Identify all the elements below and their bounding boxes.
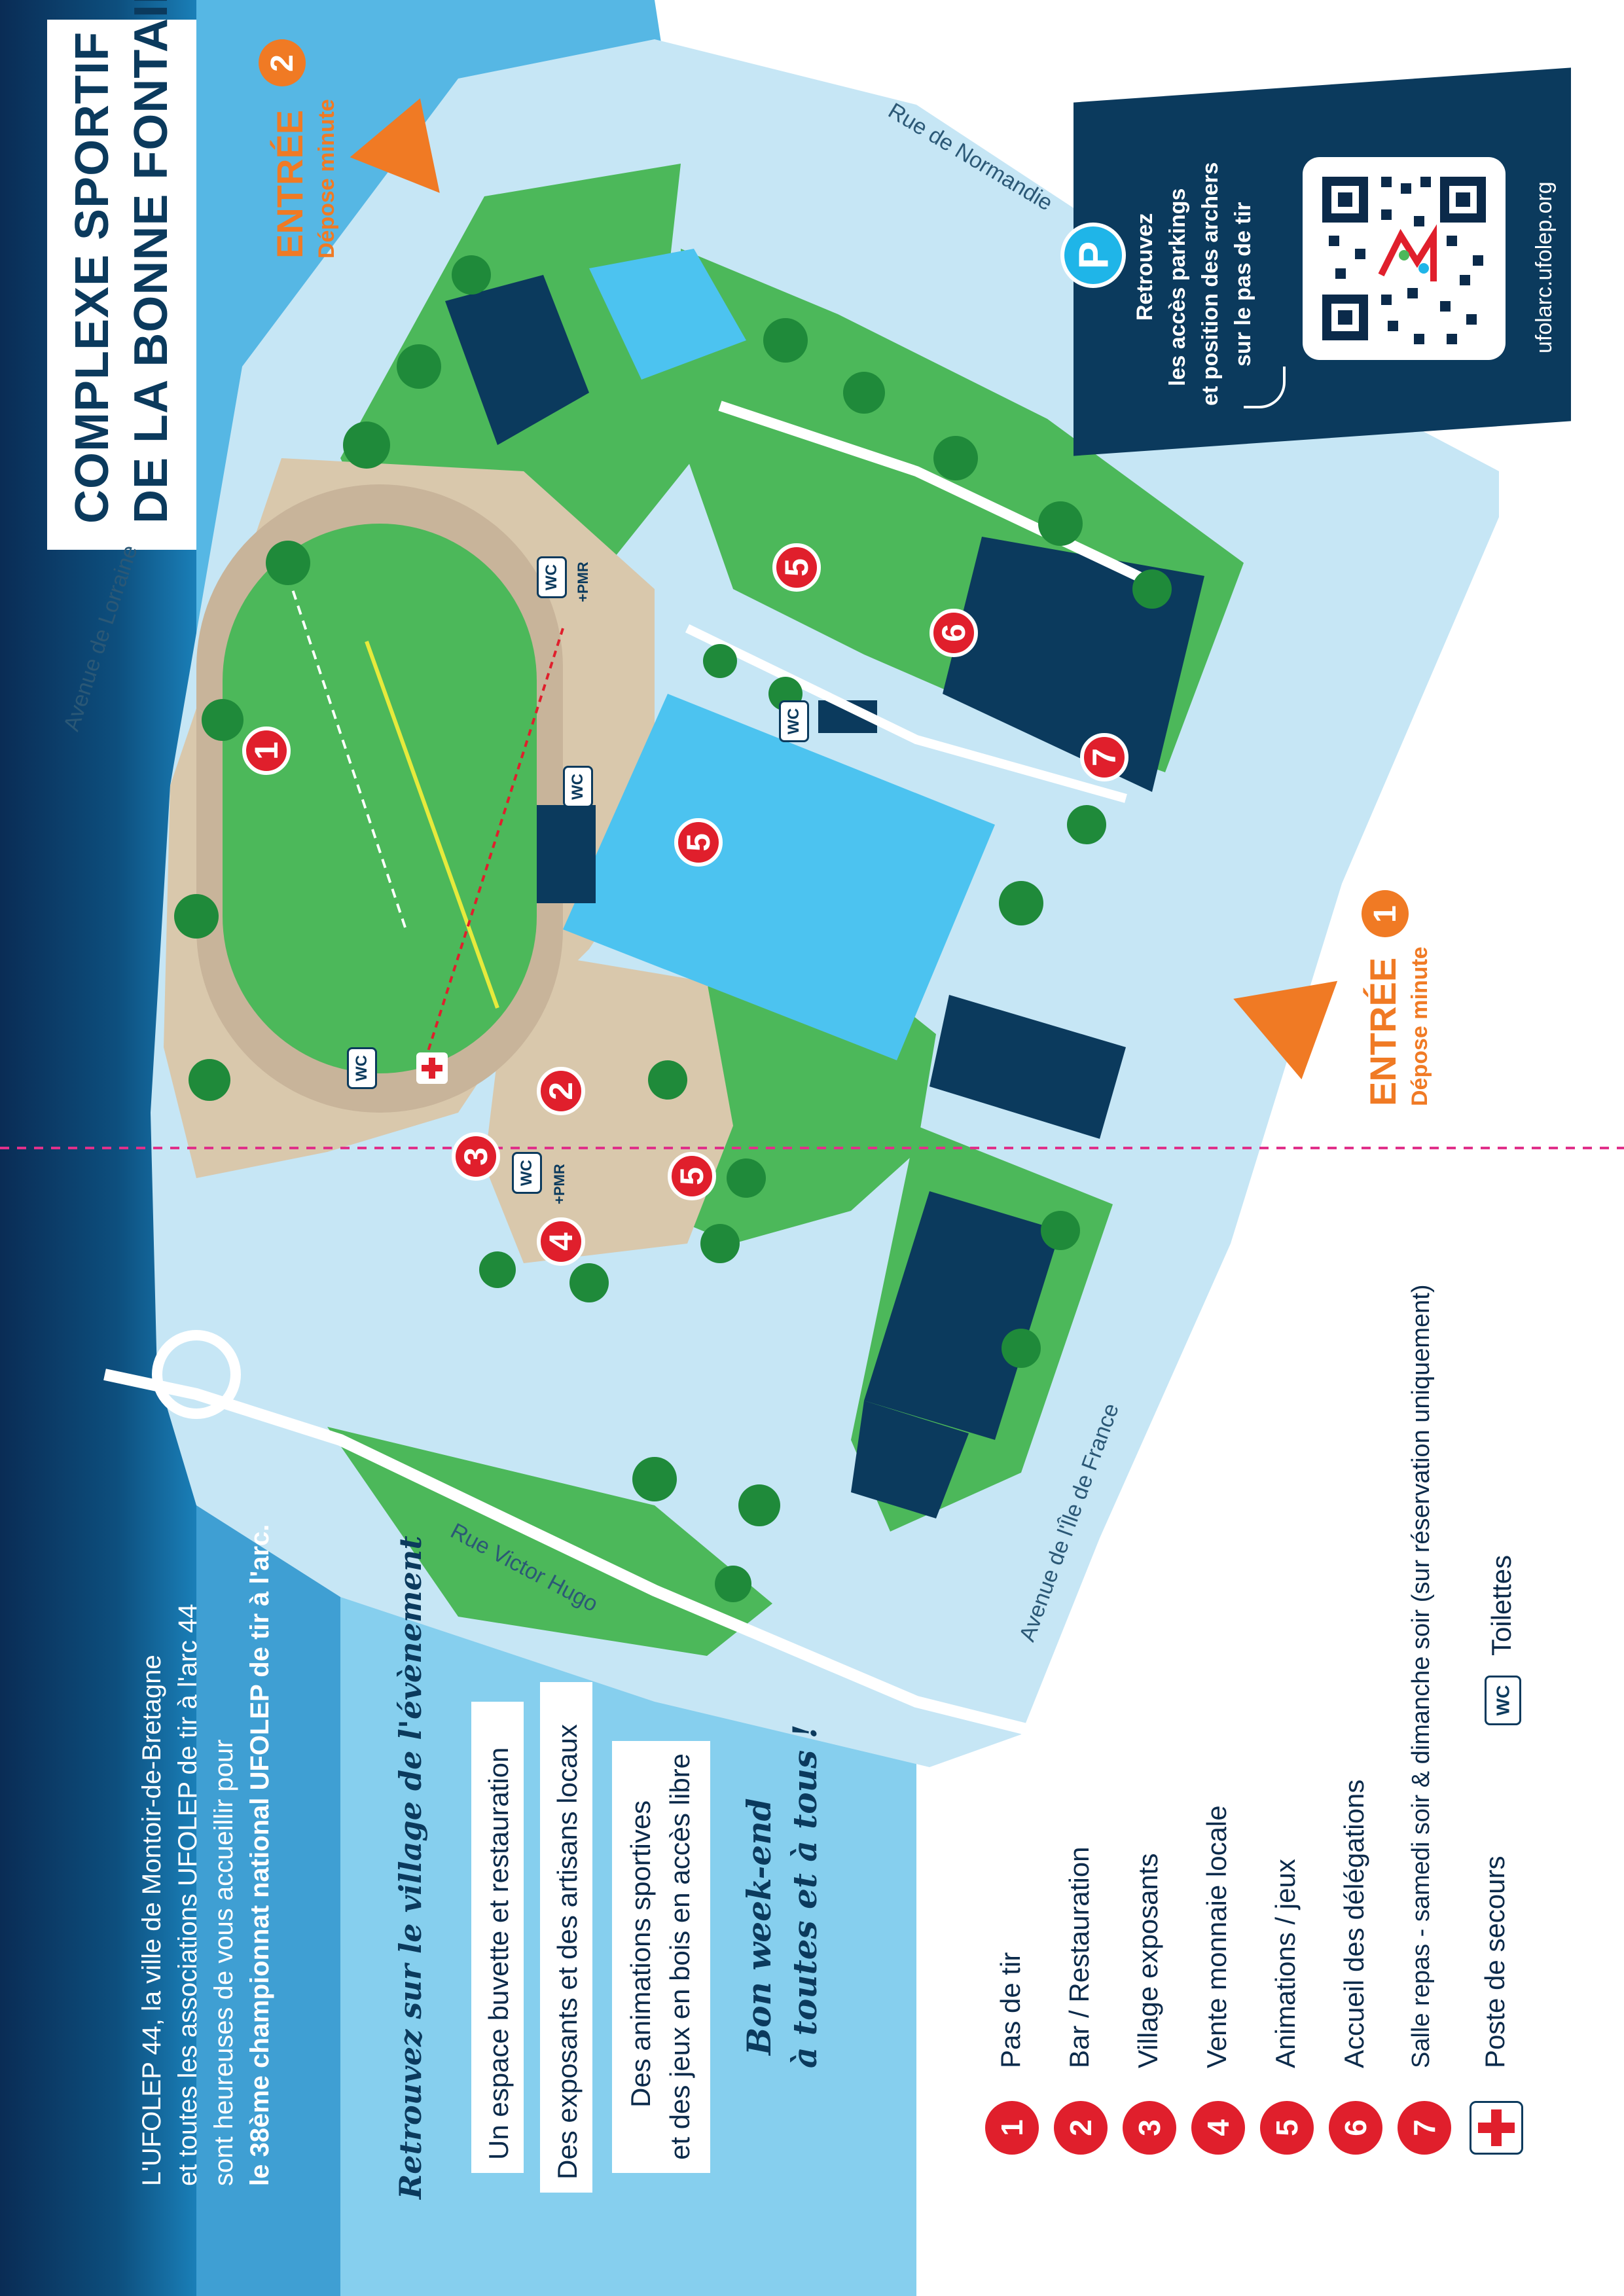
- map-pmr-2: +PMR: [551, 1164, 568, 1204]
- map-pmr-1: +PMR: [575, 562, 591, 602]
- legend-label-1: Pas de tir: [995, 1952, 1026, 2068]
- map-marker-2[interactable]: 2: [537, 1067, 585, 1115]
- legend-badge-1: 1: [985, 2101, 1039, 2155]
- map-marker-5-field[interactable]: 5: [772, 543, 821, 592]
- legend-first-aid-label: Poste de secours: [1479, 1856, 1510, 2068]
- intro-line-1: L'UFOLEP 44, la ville de Montoir-de-Bret…: [137, 1655, 166, 2186]
- parking-text-4: sur le pas de tir: [1231, 202, 1255, 367]
- legend-badge-4: 4: [1191, 2101, 1245, 2155]
- map-marker-6[interactable]: 6: [929, 609, 978, 657]
- village-item-2-box: Des exposants et des artisans locaux: [540, 1682, 592, 2193]
- map-marker-7[interactable]: 7: [1080, 733, 1128, 781]
- village-item-3-box: Des animations sportives et des jeux en …: [612, 1741, 710, 2173]
- map-marker-4[interactable]: 4: [537, 1217, 585, 1266]
- map-marker-1[interactable]: 1: [242, 726, 291, 775]
- legend-first-aid-icon: [1470, 2101, 1523, 2155]
- legend-label-5: Animations / jeux: [1270, 1859, 1301, 2068]
- village-item-2: Des exposants et des artisans locaux: [552, 1724, 583, 2179]
- map-marker-5-village[interactable]: 5: [668, 1152, 716, 1200]
- entrance-2-sub: Dépose minute: [314, 99, 339, 259]
- title-line-2: DE LA BONNE FONTAINE: [125, 0, 177, 524]
- entrance-1-sub: Dépose minute: [1407, 946, 1432, 1106]
- entrance-2-label: ENTRÉE: [269, 109, 310, 259]
- map-wc-1: WC: [537, 556, 567, 598]
- map-first-aid-icon: [416, 1052, 448, 1084]
- village-item-1: Un espace buvette et restauration: [483, 1747, 514, 2160]
- title-line-1: COMPLEXE SPORTIF: [66, 31, 118, 524]
- village-item-1-box: Un espace buvette et restauration: [471, 1702, 524, 2173]
- legend-badge-7: 7: [1398, 2101, 1451, 2155]
- entrance-2-number-badge: 2: [259, 39, 306, 86]
- intro-line-3: sont heureuses de vous accueillir pour: [209, 1739, 238, 2186]
- qr-arrow-icon: [1244, 367, 1286, 408]
- legend-badge-2: 2: [1054, 2101, 1108, 2155]
- legend-label-6: Accueil des délégations: [1339, 1779, 1369, 2068]
- parking-text-2: les accès parkings: [1165, 188, 1190, 386]
- village-heading: Retrouvez sur le village de l'évènement: [393, 1535, 428, 2199]
- entrance-1-number-badge: 1: [1362, 890, 1409, 937]
- parking-text-3: et position des archers: [1198, 162, 1223, 406]
- legend-badge-5: 5: [1260, 2101, 1314, 2155]
- legend-badge-3: 3: [1123, 2101, 1176, 2155]
- map-wc-4: WC: [347, 1047, 377, 1089]
- parking-icon: P: [1060, 223, 1126, 288]
- legend-wc-icon: WC: [1485, 1676, 1521, 1725]
- village-item-3b: et des jeux en bois en accès libre: [664, 1753, 695, 2160]
- parking-url[interactable]: ufolarc.ufolep.org: [1532, 181, 1557, 353]
- closing-line-2: à toutes et à tous !: [785, 1724, 824, 2069]
- map-marker-3[interactable]: 3: [452, 1132, 500, 1181]
- legend-label-3: Village exposants: [1132, 1853, 1163, 2068]
- legend-toilets-label: Toilettes: [1486, 1554, 1517, 1656]
- title-plate: [47, 20, 196, 550]
- entrance-1-label: ENTRÉE: [1362, 957, 1403, 1106]
- map-marker-5-pool[interactable]: 5: [674, 818, 723, 867]
- village-item-3a: Des animations sportives: [625, 1800, 656, 2108]
- qr-code-graphic: [1322, 177, 1486, 344]
- parking-text-1: Retrouvez: [1132, 213, 1157, 321]
- qr-code[interactable]: [1303, 157, 1506, 360]
- map-wc-2: WC: [563, 766, 593, 808]
- legend-label-7: Salle repas - samedi soir & dimanche soi…: [1407, 1284, 1435, 2068]
- closing-line-1: Bon week-end: [740, 1798, 778, 2055]
- map-wc-5: WC: [512, 1152, 542, 1194]
- legend-badge-6: 6: [1329, 2101, 1382, 2155]
- map-wc-3: WC: [779, 700, 809, 742]
- legend-label-4: Vente monnaie locale: [1201, 1805, 1232, 2068]
- intro-line-2: et toutes les associations UFOLEP de tir…: [173, 1604, 202, 2186]
- legend-label-2: Bar / Restauration: [1064, 1846, 1094, 2068]
- intro-line-4: le 38ème championnat national UFOLEP de …: [245, 1524, 274, 2186]
